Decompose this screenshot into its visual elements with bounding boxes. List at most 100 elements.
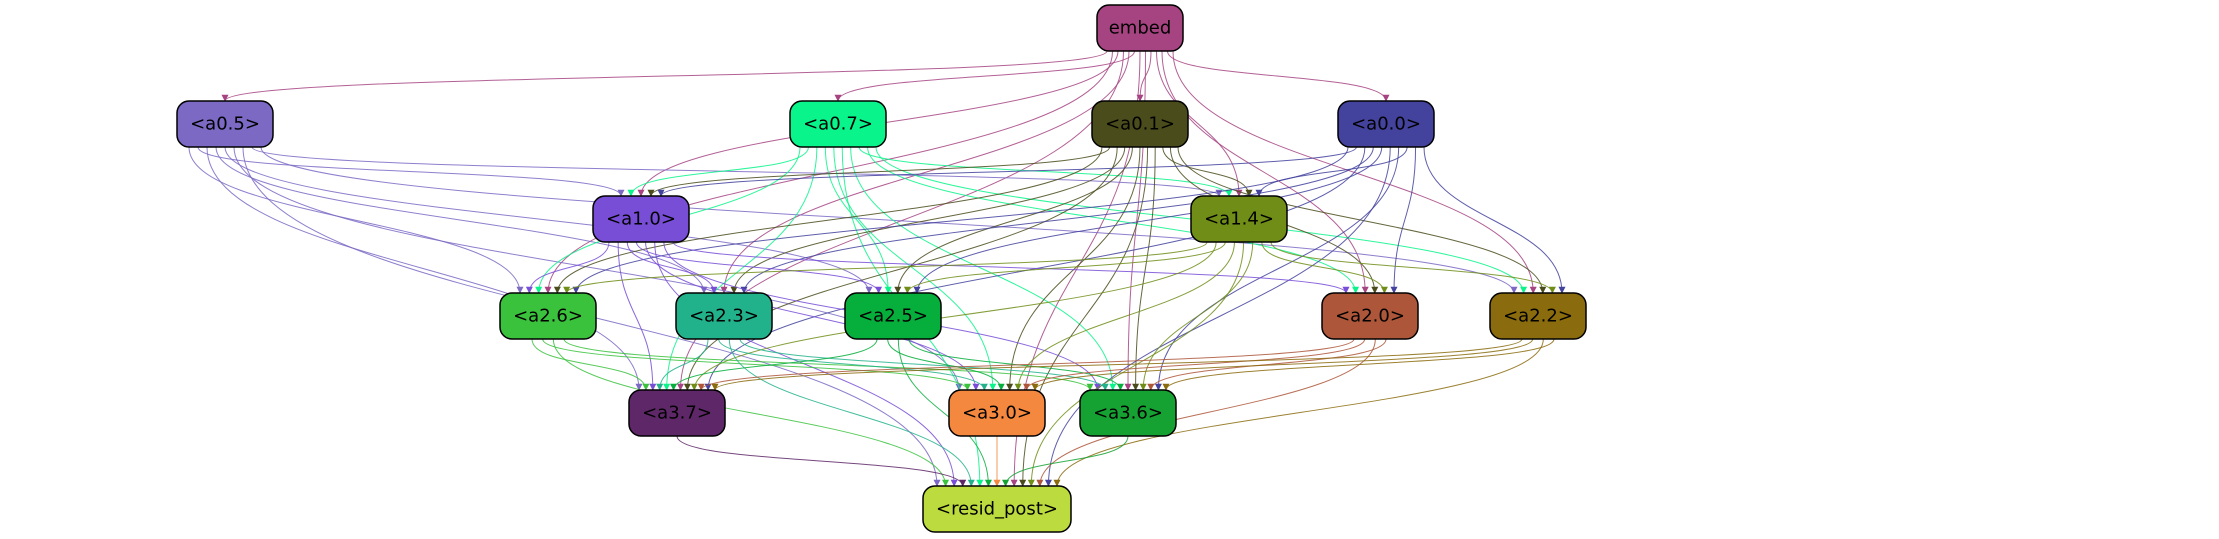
edge-a2-0-to-a3-0: [1023, 338, 1366, 391]
node-a1-0[interactable]: <a1.0>: [592, 195, 690, 243]
edge-a0-7-to-a2-0: [867, 146, 1360, 294]
edge-a0-5-to-a2-6: [188, 146, 524, 294]
node-label-resid-post: <resid_post>: [936, 499, 1058, 520]
edge-a0-5-to-a1-0: [197, 146, 625, 197]
edge-a0-0-to-a2-3: [740, 146, 1374, 294]
edge-a0-7-to-a3-6: [850, 146, 1117, 391]
node-label-a2-6: <a2.6>: [513, 306, 583, 327]
edge-a2-5-to-a3-7: [670, 338, 878, 391]
node-a2-0[interactable]: <a2.0>: [1321, 292, 1419, 340]
edge-a0-0-to-a2-2: [1423, 146, 1566, 294]
edge-a3-7-to-resid-post: [676, 435, 967, 487]
edge-a0-7-to-a1-0: [627, 146, 809, 197]
node-a0-7[interactable]: <a0.7>: [789, 100, 887, 148]
edge-a0-1-to-a2-3: [730, 146, 1126, 294]
node-a2-3[interactable]: <a2.3>: [675, 292, 773, 340]
node-box-a3-0: [948, 389, 1046, 437]
edge-a2-3-to-a3-6: [739, 338, 1109, 391]
node-label-a3-6: <a3.6>: [1093, 403, 1163, 424]
node-a2-6[interactable]: <a2.6>: [499, 292, 597, 340]
node-box-embed: [1096, 4, 1184, 52]
node-box-a2-0: [1321, 292, 1419, 340]
node-box-a2-5: [844, 292, 942, 340]
node-box-a1-0: [592, 195, 690, 243]
node-a2-5[interactable]: <a2.5>: [844, 292, 942, 340]
edge-a2-0-to-a3-7: [697, 338, 1355, 391]
edge-a0-5-to-a3-7: [206, 146, 643, 391]
node-label-a2-0: <a2.0>: [1335, 306, 1405, 327]
edge-a0-7-to-a3-7: [663, 146, 818, 391]
edge-a0-1-to-a3-6: [1132, 146, 1156, 391]
edge-a1-0-to-a2-6: [525, 241, 610, 294]
edge-a3-6-to-resid-post: [1002, 435, 1129, 487]
node-a0-0[interactable]: <a0.0>: [1337, 100, 1435, 148]
node-label-a2-5: <a2.5>: [858, 306, 928, 327]
node-label-a1-4: <a1.4>: [1204, 209, 1274, 230]
node-a0-5[interactable]: <a0.5>: [176, 100, 274, 148]
edge-a0-0-to-resid-post: [1044, 146, 1391, 487]
edge-a0-1-to-a3-7: [683, 146, 1118, 391]
edge-a1-0-to-a2-3: [626, 241, 718, 294]
edge-a0-0-to-a3-6: [1154, 146, 1400, 391]
edge-a2-0-to-resid-post: [1036, 338, 1376, 487]
node-label-a0-1: <a0.1>: [1105, 114, 1175, 135]
edge-a2-2-to-resid-post: [1053, 338, 1544, 487]
edge-a2-3-to-a3-0: [718, 338, 988, 391]
edge-a2-3-to-a3-7: [656, 338, 709, 391]
edge-a2-6-to-a3-7: [531, 338, 650, 391]
node-a3-0[interactable]: <a3.0>: [948, 389, 1046, 437]
edge-a1-4-to-a3-6: [1139, 241, 1254, 391]
edge-a0-0-to-a1-4: [1255, 146, 1408, 197]
edge-a0-0-to-a2-5: [913, 146, 1383, 294]
node-label-a1-0: <a1.0>: [606, 209, 676, 230]
edge-a1-0-to-a3-7: [617, 241, 657, 391]
node-box-a2-2: [1489, 292, 1587, 340]
node-box-a3-7: [628, 389, 726, 437]
node-a2-2[interactable]: <a2.2>: [1489, 292, 1587, 340]
edge-a0-1-to-a2-5: [894, 146, 1133, 294]
node-box-a3-6: [1079, 389, 1177, 437]
edge-a2-5-to-resid-post: [897, 338, 992, 487]
edge-embed-to-a1-4: [1156, 50, 1243, 197]
edge-a0-5-to-a1-4: [251, 146, 1223, 197]
edge-a0-7-to-a2-5: [824, 146, 892, 294]
node-label-a2-2: <a2.2>: [1503, 306, 1573, 327]
edge-a2-2-to-a3-0: [1031, 338, 1534, 391]
edge-embed-to-a2-0: [1161, 50, 1369, 294]
node-embed[interactable]: embed: [1096, 4, 1184, 52]
node-box-a0-7: [789, 100, 887, 148]
edge-a1-4-to-a2-0: [1261, 241, 1388, 294]
edge-embed-to-a2-3: [720, 50, 1130, 294]
edge-embed-to-a2-6: [544, 50, 1113, 294]
edge-a0-0-to-a2-6: [572, 146, 1349, 294]
edge-a0-1-to-a3-0: [1006, 146, 1141, 391]
edge-a0-7-to-a3-0: [833, 146, 997, 391]
edge-a1-4-to-a2-5: [903, 241, 1226, 294]
edge-a0-1-to-a2-6: [553, 146, 1103, 294]
node-a1-4[interactable]: <a1.4>: [1190, 195, 1288, 243]
edge-a0-5-to-a2-3: [215, 146, 708, 294]
edge-a1-4-to-a2-2: [1270, 241, 1556, 294]
edge-a0-7-to-a1-4: [858, 146, 1233, 197]
node-a3-6[interactable]: <a3.6>: [1079, 389, 1177, 437]
node-label-a0-5: <a0.5>: [190, 114, 260, 135]
edge-a0-5-to-a2-2: [260, 146, 1518, 294]
edge-a2-0-to-a3-6: [1147, 338, 1387, 391]
edge-a2-5-to-a3-0: [887, 338, 1005, 391]
node-box-a0-1: [1091, 100, 1189, 148]
edge-a2-6-to-resid-post: [552, 338, 950, 487]
edge-a0-5-to-a2-5: [224, 146, 873, 294]
node-box-a0-0: [1337, 100, 1435, 148]
node-label-a0-0: <a0.0>: [1351, 114, 1421, 135]
edge-a2-2-to-a3-6: [1162, 338, 1555, 391]
node-a3-7[interactable]: <a3.7>: [628, 389, 726, 437]
edge-embed-to-a0-7: [834, 50, 1135, 102]
edge-a0-0-to-a1-0: [657, 146, 1357, 197]
node-a0-1[interactable]: <a0.1>: [1091, 100, 1189, 148]
edge-a0-0-to-a2-0: [1390, 146, 1417, 294]
node-label-a3-0: <a3.0>: [962, 403, 1032, 424]
node-resid-post[interactable]: <resid_post>: [922, 485, 1072, 533]
edge-embed-to-a0-5: [221, 50, 1108, 102]
edge-a0-1-to-a1-0: [647, 146, 1111, 197]
